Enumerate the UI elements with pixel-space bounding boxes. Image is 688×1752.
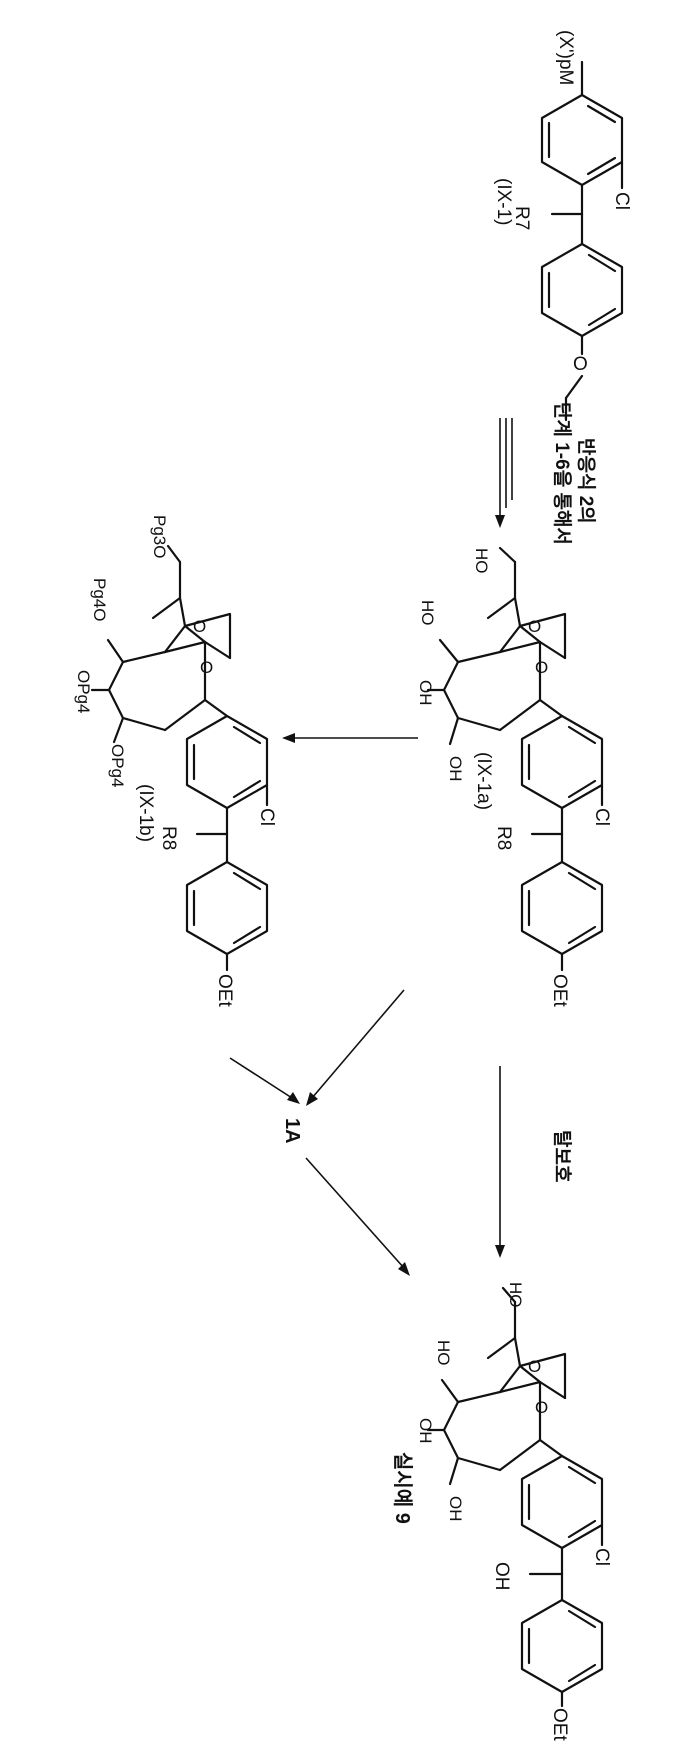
- step1-label-line1: 반응식 2의: [575, 438, 597, 524]
- svg-text:O: O: [528, 617, 541, 636]
- product-label: 실시예 9: [391, 1452, 414, 1524]
- ix1a-r8-label: R8: [493, 826, 514, 850]
- ix1-ethoxyphenyl-ring: [542, 244, 622, 336]
- step1-label-line2: 단계 1-6을 통해서: [551, 402, 573, 545]
- product-chloroaryl-ring: [522, 1456, 602, 1548]
- svg-text:O: O: [193, 617, 206, 636]
- compound-ix1a: O O HO HO OH OH Cl R8 OEt (IX-1a): [416, 548, 612, 1007]
- svg-text:O: O: [535, 1398, 548, 1417]
- deprotection-arrow: 탈보호: [495, 1066, 573, 1258]
- ix1b-opg4-2: OPg4: [74, 670, 93, 713]
- arrows-to-1a: 1A: [230, 990, 410, 1276]
- ix1a-label: (IX-1a): [473, 752, 494, 810]
- ix1b-r8-label: R8: [158, 826, 179, 850]
- product-benzylic-oh: OH: [491, 1562, 512, 1591]
- compound-ix1: (X')pM Cl R7 O (IX-1): [493, 30, 632, 420]
- ix1a-chloroaryl-ring: [522, 716, 602, 808]
- ix1b-pg3o: Pg3O: [150, 515, 169, 558]
- ix1a-oh-3: OH: [416, 680, 435, 706]
- product-ho-2: HO: [434, 1340, 453, 1366]
- svg-text:O: O: [573, 354, 588, 375]
- arrow-ix1a-to-ix1b: [282, 733, 418, 743]
- ix1-label: (IX-1): [493, 178, 514, 226]
- ix1b-chloroaryl-ring: [187, 716, 267, 808]
- ix1b-ethoxyphenyl-ring: [187, 862, 267, 954]
- product-oh-4: OH: [446, 1496, 465, 1522]
- ix1b-chloro-label: Cl: [256, 808, 277, 826]
- ix1a-ethoxyphenyl-ring: [522, 862, 602, 954]
- ix1a-chloro-label: Cl: [591, 808, 612, 826]
- compound-product: O O HO HO OH OH Cl OH OEt 실시예 9: [391, 1282, 612, 1741]
- ix1a-oh-4: OH: [446, 756, 465, 782]
- product-ethoxy-label: OEt: [549, 1708, 570, 1741]
- ix1-chloro-label: Cl: [611, 192, 632, 210]
- compound-ix1b: O O Pg3O Pg4O OPg4 OPg4 Cl R8 OEt (IX-1b…: [74, 515, 277, 1007]
- intermediate-1a-label: 1A: [281, 1118, 303, 1144]
- ix1b-pg4o-1: Pg4O: [90, 578, 109, 621]
- ix1a-ho-1: HO: [472, 548, 491, 574]
- ix1b-opg4-3: OPg4: [108, 744, 127, 787]
- svg-text:O: O: [528, 1357, 541, 1376]
- step1-arrow: 반응식 2의 단계 1-6을 통해서: [495, 402, 597, 545]
- product-ethoxyphenyl-ring: [522, 1600, 602, 1692]
- ix1-chloroaryl-ring: [542, 95, 622, 185]
- svg-text:O: O: [535, 658, 548, 677]
- ix1-metal-group: (X')pM: [555, 30, 576, 85]
- ix1a-ethoxy-label: OEt: [549, 974, 570, 1007]
- ix1b-label: (IX-1b): [135, 784, 156, 842]
- ix1a-ho-2: HO: [418, 600, 437, 626]
- svg-text:O: O: [200, 658, 213, 677]
- product-chloro-label: Cl: [591, 1548, 612, 1566]
- ix1b-ethoxy-label: OEt: [214, 974, 235, 1007]
- deprotection-label: 탈보호: [551, 1130, 573, 1182]
